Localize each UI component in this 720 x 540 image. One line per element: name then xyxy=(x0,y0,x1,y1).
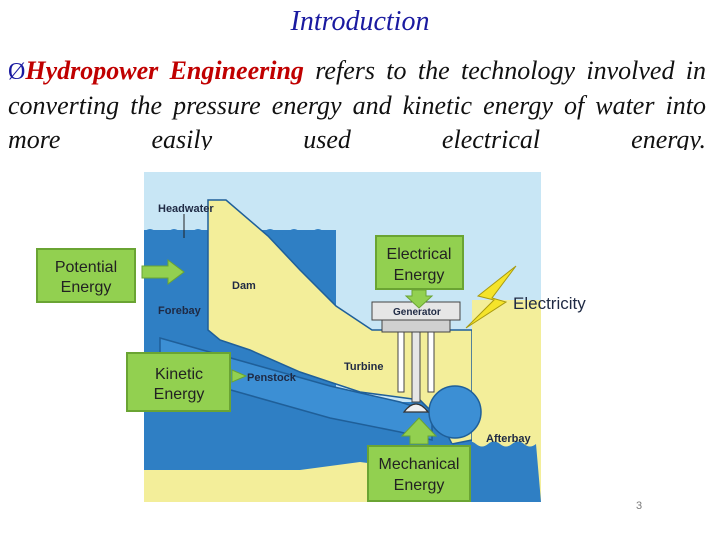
shaft-guide-right xyxy=(427,331,435,393)
turbine-runner xyxy=(402,403,430,413)
kinetic-energy-box xyxy=(126,352,231,412)
label-electricity: Electricity xyxy=(513,294,586,313)
label-penstock: Penstock xyxy=(247,372,297,384)
potential-energy-line2: Energy xyxy=(61,279,112,296)
mechanical-energy-line1: Mechanical xyxy=(379,456,460,473)
mechanical-energy-line2: Energy xyxy=(394,477,445,494)
slide-title: Introduction xyxy=(290,6,430,37)
definition-text: refers to the technology involved in con… xyxy=(8,56,706,150)
potential-energy-box xyxy=(36,248,136,303)
electrical-energy-box xyxy=(375,235,464,290)
label-forebay: Forebay xyxy=(158,305,202,317)
generator-base xyxy=(381,319,451,333)
bullet-arrow-icon: Ø xyxy=(8,59,26,85)
mechanical-energy-box xyxy=(367,445,471,502)
potential-energy-line1: Potential xyxy=(55,259,117,276)
shaft-guide-left xyxy=(397,331,405,393)
label-headwater: Headwater xyxy=(158,203,214,215)
label-dam: Dam xyxy=(232,280,256,292)
intro-paragraph: ØHydropower Engineering refers to the te… xyxy=(8,54,706,150)
label-afterbay: Afterbay xyxy=(486,433,532,445)
electrical-energy-line1: Electrical xyxy=(387,246,452,263)
turbine-housing xyxy=(428,385,482,439)
label-generator: Generator xyxy=(393,307,441,318)
mechanical-arrow-icon xyxy=(400,417,438,445)
lightning-bolt-icon xyxy=(465,265,517,329)
kinetic-arrow-icon xyxy=(231,369,248,383)
turbine-shaft xyxy=(411,331,421,403)
key-term: Hydropower Engineering xyxy=(25,56,304,85)
electrical-arrow-icon xyxy=(404,289,434,309)
potential-arrow-icon xyxy=(141,259,185,285)
electrical-energy-line2: Energy xyxy=(394,267,445,284)
label-turbine: Turbine xyxy=(344,361,384,373)
page-number: 3 xyxy=(636,500,643,512)
kinetic-energy-line1: Kinetic xyxy=(155,366,203,383)
kinetic-energy-line2: Energy xyxy=(154,386,205,403)
